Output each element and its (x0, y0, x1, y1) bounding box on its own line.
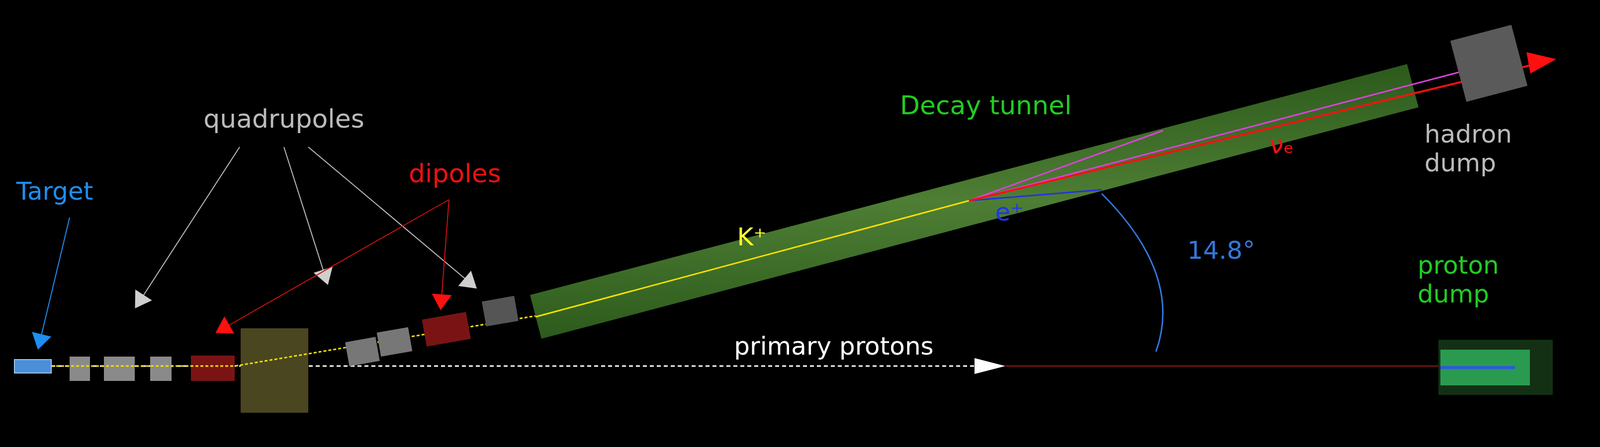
decay-tunnel: Decay tunnel (530, 63, 1419, 339)
proton-beam-continuation (1005, 365, 1440, 368)
proton-dump-beam (1440, 366, 1515, 370)
dipole (190, 355, 235, 382)
quadrupole (69, 356, 90, 382)
shower-track (969, 130, 1163, 201)
quadrupoles-label: quadrupoles (203, 104, 365, 135)
neutrino-arrowhead (1526, 52, 1557, 74)
angle-arc (1101, 193, 1163, 353)
leader-line (283, 147, 325, 274)
angled-magnets (342, 296, 522, 367)
proton-dump-core (1440, 350, 1530, 386)
decay-tunnel-band (530, 64, 1419, 340)
angle-label: 14.8° (1187, 236, 1255, 266)
target (14, 359, 52, 374)
hadron-dump: hadron dump (1449, 24, 1527, 102)
proton-dump: proton dump (1438, 340, 1553, 396)
bending-magnet (240, 328, 309, 414)
kaon-track (535, 200, 970, 318)
leader-line (40, 217, 70, 339)
shower-track (969, 69, 1470, 201)
quadrupole (103, 356, 135, 382)
positron-label: e⁺ (994, 198, 1024, 228)
dipoles-label: dipoles (408, 159, 502, 189)
leader-line (141, 147, 240, 299)
kaon-label: K⁺ (736, 223, 767, 253)
leader-line (226, 199, 449, 328)
beam-label: primary protons (733, 332, 934, 362)
target-label: Target (16, 177, 94, 207)
neutrino-label: νₑ (1269, 130, 1295, 160)
node-label: Decay tunnel (899, 90, 1072, 121)
node-label: proton dump (1417, 251, 1537, 309)
leader-line (441, 199, 449, 299)
proton-arrowhead (974, 358, 1006, 375)
quadrupole (150, 356, 172, 382)
node-label: hadron dump (1423, 120, 1534, 178)
